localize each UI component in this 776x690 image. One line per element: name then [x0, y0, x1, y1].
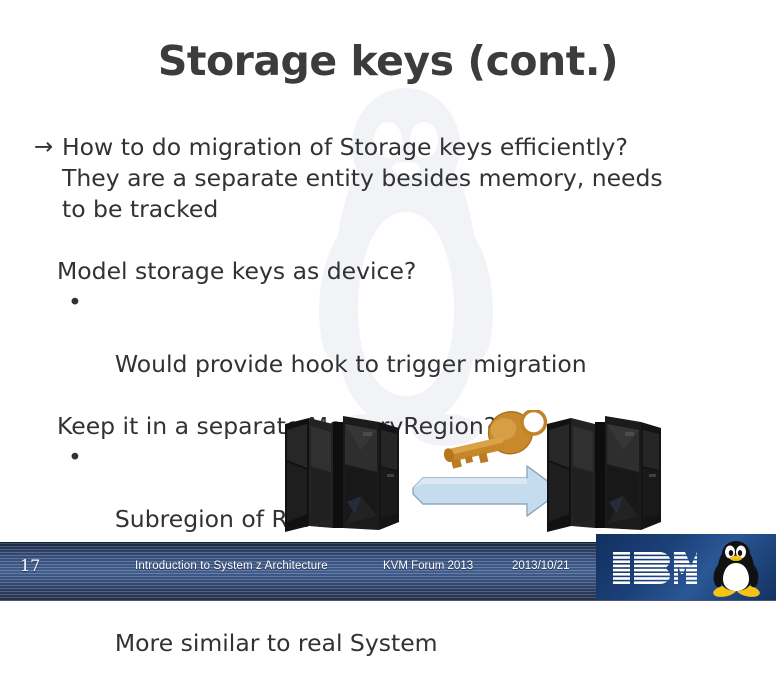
- body-spacer: [0, 225, 776, 256]
- arrow-paragraph-line-1: How to do migration of Storage keys effi…: [62, 133, 628, 161]
- presentation-title: Introduction to System z Architecture: [135, 560, 328, 572]
- migration-illustration: [275, 408, 665, 540]
- right-server: [547, 416, 661, 532]
- slide-title: Storage keys (cont.): [157, 37, 619, 85]
- arrow-paragraph-line-2: They are a separate entity besides memor…: [62, 164, 663, 192]
- event-name: KVM Forum 2013: [383, 560, 474, 572]
- tux-penguin-logo: [708, 539, 764, 597]
- body-bullet-would-provide-hook: • Would provide hook to trigger migratio…: [0, 287, 776, 411]
- bullet-icon: •: [68, 443, 82, 471]
- body-line-model-storage-keys: Model storage keys as device?: [57, 257, 417, 285]
- page-number: 17: [20, 556, 41, 575]
- body-bullet-label: More similar to real System: [114, 629, 438, 657]
- arrow-icon: →: [34, 134, 54, 160]
- left-server: [285, 416, 399, 532]
- right-arrow-icon: [412, 465, 562, 517]
- presentation-date: 2013/10/21: [512, 560, 570, 572]
- golden-key-icon: [443, 408, 548, 469]
- ibm-logo: [613, 552, 697, 584]
- logo-panel: [596, 534, 776, 600]
- body-bullet-label: Would provide hook to trigger migration: [114, 350, 587, 378]
- arrow-paragraph: → How to do migration of Storage keys ef…: [0, 132, 776, 225]
- bullet-icon: •: [68, 288, 82, 316]
- arrow-paragraph-line-3: to be tracked: [62, 195, 219, 223]
